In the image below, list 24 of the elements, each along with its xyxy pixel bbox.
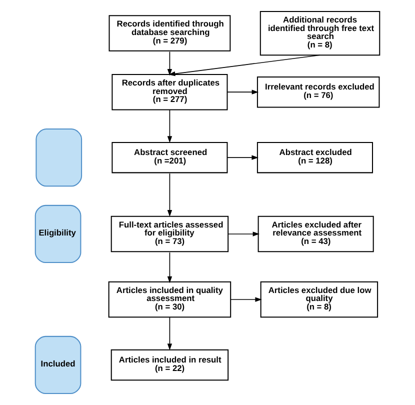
node-box: Articles excluded after relevance assessment (n = 43) bbox=[258, 216, 374, 252]
arrow bbox=[167, 252, 172, 284]
node-box bbox=[36, 128, 82, 187]
node-box: Full-text articles assessed for eligibility (n = 73) bbox=[110, 216, 229, 252]
node-box: Records after duplicates removed (n = 277) bbox=[112, 74, 228, 110]
arrow bbox=[226, 155, 258, 160]
arrow bbox=[167, 109, 172, 143]
node-box: Abstract screened (n =201) bbox=[112, 142, 228, 174]
arrow bbox=[167, 316, 172, 350]
node-box: Records identified through database searching (n = 279) bbox=[108, 15, 231, 52]
node-box: Eligibility bbox=[34, 204, 82, 264]
node-box: Articles included in result (n = 22) bbox=[110, 349, 229, 381]
arrow bbox=[227, 90, 259, 94]
node-box: Irrelevant records excluded (n = 76) bbox=[256, 76, 380, 108]
node-box: Articles excluded due low quality (n = 8) bbox=[260, 281, 378, 318]
node-box: Included bbox=[34, 336, 82, 394]
node-box: Articles included in quality assessment (n = 30) bbox=[108, 281, 232, 318]
arrow bbox=[168, 54, 320, 76]
node-box: Additional records identified through free text search (n = 8) bbox=[260, 10, 380, 56]
arrow bbox=[228, 232, 260, 236]
arrow bbox=[167, 51, 172, 76]
node-box: Abstract excluded (n = 128) bbox=[256, 142, 373, 174]
arrow bbox=[167, 173, 172, 217]
arrow bbox=[230, 297, 262, 302]
